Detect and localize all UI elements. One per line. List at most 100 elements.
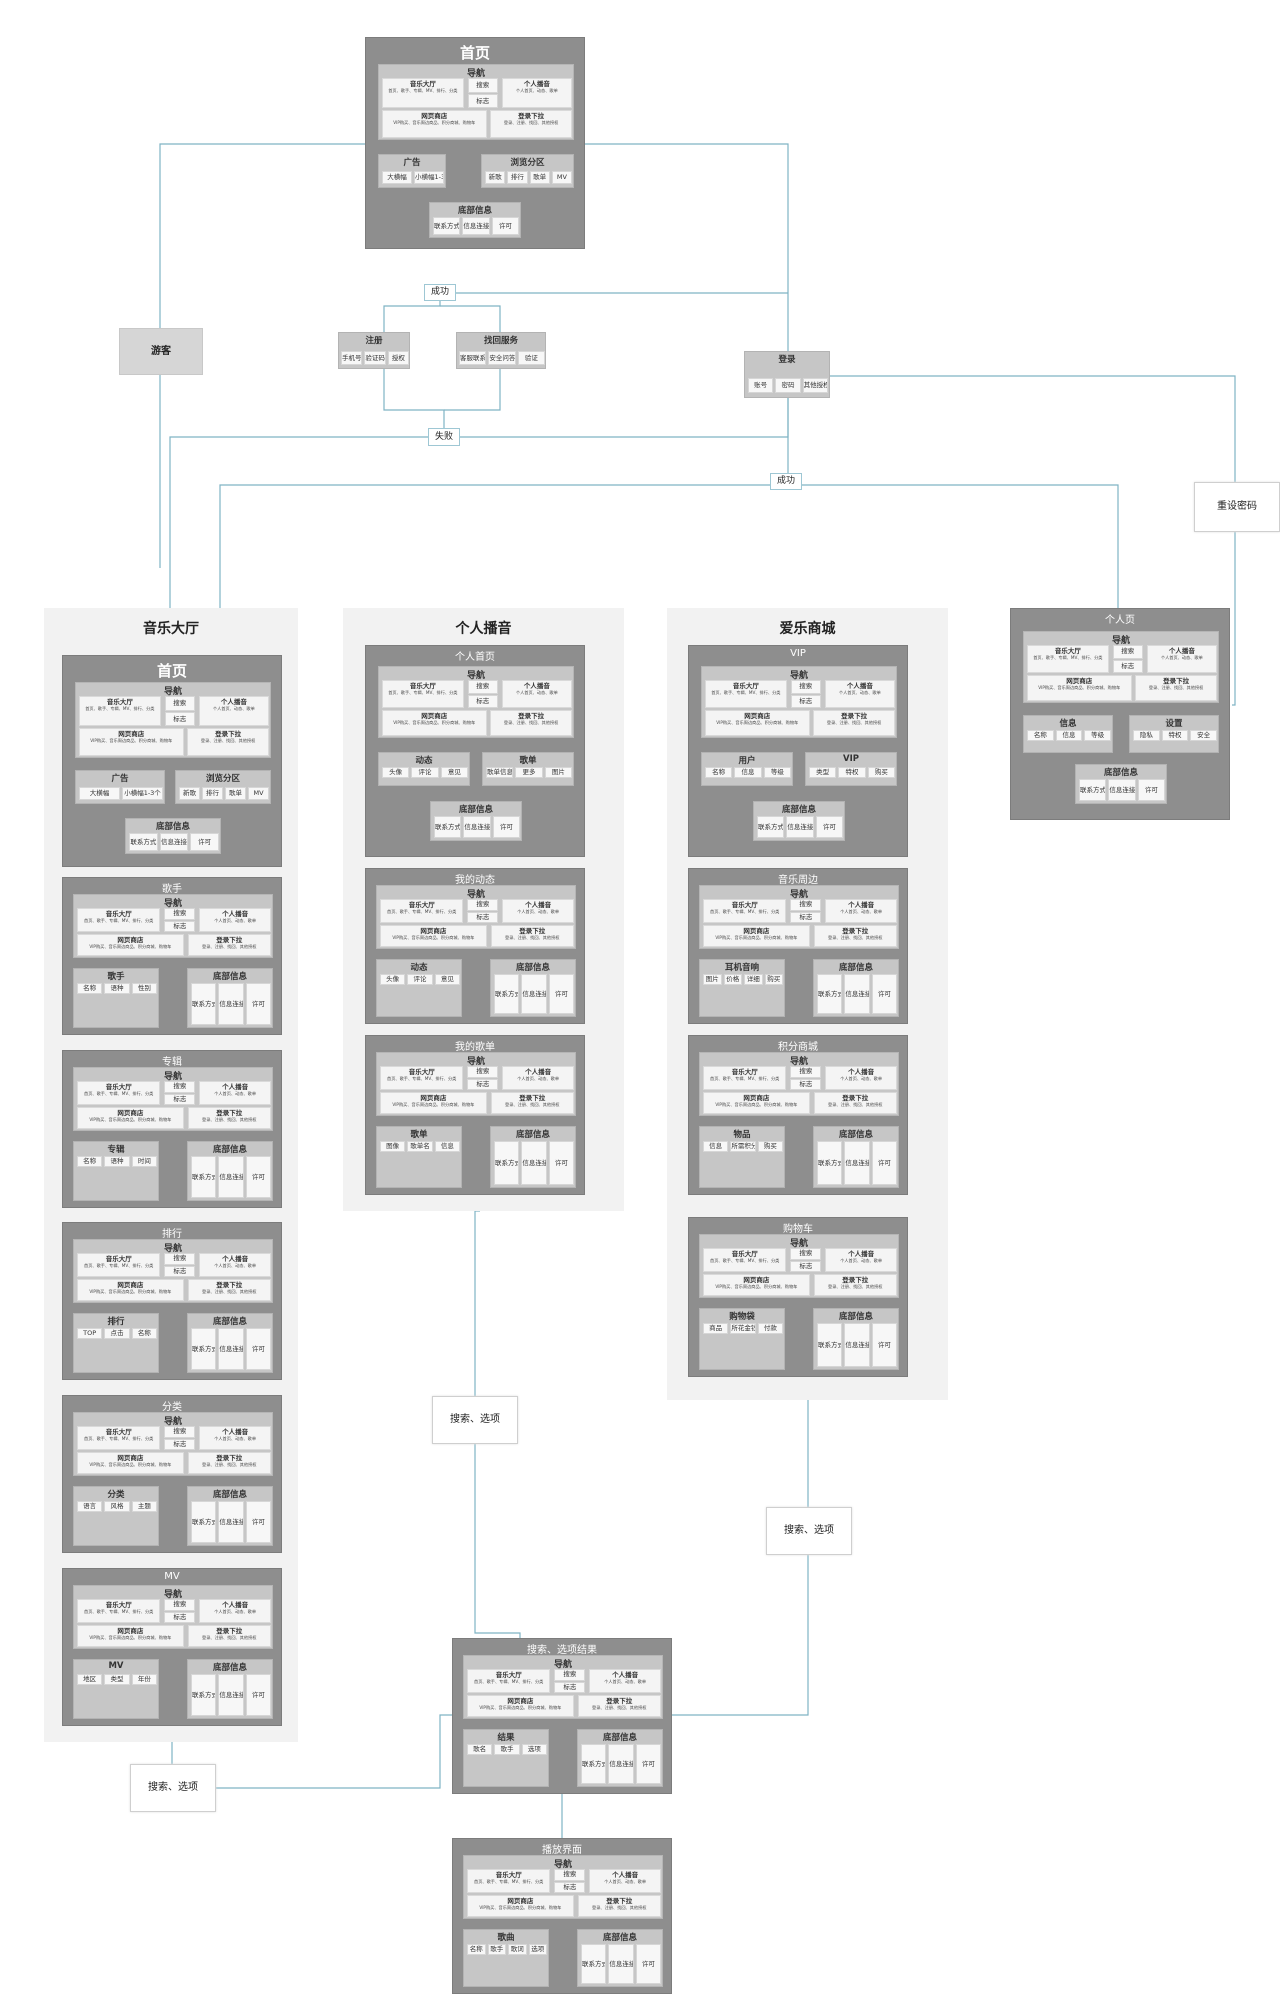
music-hall-sub: 首页、歌手、专辑、MV、排行、分类	[711, 690, 781, 695]
login-menu-title: 登录下拉	[216, 936, 243, 944]
login-menu-title: 登录下拉	[216, 1281, 243, 1289]
footer-title: 底部信息	[515, 963, 550, 973]
personal-title: 个人播音	[222, 910, 249, 918]
nav-block: 导航音乐大厅首页、歌手、专辑、MV、排行、分类搜索标志个人播音个人首页、动态、歌…	[376, 1052, 576, 1116]
footer-title: 底部信息	[781, 805, 816, 815]
shop-sub: VIP购买、音乐周边商品、积分商城、购物车	[479, 1905, 562, 1910]
nav-title: 导航	[466, 1057, 485, 1067]
login-menu-title: 登录下拉	[842, 1094, 869, 1102]
chip: 购买	[764, 974, 783, 985]
music-hall-sub: 首页、歌手、专辑、MV、排行、分类	[1033, 655, 1103, 660]
music-hall-sub: 首页、歌手、专辑、MV、排行、分类	[387, 1076, 457, 1081]
page-title: 首页	[459, 44, 490, 62]
nav-title: 导航	[163, 1590, 182, 1600]
page-title: 我的歌单	[455, 1042, 495, 1053]
search-chip: 搜索	[467, 1066, 499, 1078]
personal-title: 个人播音	[848, 1250, 875, 1258]
success-label: 成功	[424, 284, 456, 301]
chip: 联系方式	[191, 1156, 217, 1198]
personal-sub: 个人首页、动态、歌单	[840, 1076, 883, 1081]
chip: 信息连接	[218, 1674, 244, 1716]
shop-title: 网页商店	[1066, 677, 1093, 685]
hall-home-page: 首页导航音乐大厅首页、歌手、专辑、MV、排行、分类搜索标志个人播音个人首页、动态…	[62, 655, 282, 867]
nav-title: 导航	[163, 1417, 182, 1427]
logo-chip: 标志	[164, 711, 195, 726]
logo-chip: 标志	[467, 694, 498, 708]
music-hall-card: 音乐大厅首页、歌手、专辑、MV、排行、分类	[79, 696, 161, 726]
personal-sub: 个人首页、动态、歌单	[214, 1609, 257, 1614]
footer-section: 底部信息联系方式信息连接许可	[813, 959, 899, 1017]
chip: 所需积分	[730, 1141, 756, 1152]
music-hall-card: 音乐大厅首页、歌手、专辑、MV、排行、分类	[467, 1669, 551, 1693]
chip: 排行	[202, 787, 223, 800]
songlist-section: 歌单歌单信息更多图片	[482, 752, 574, 786]
personal-title: 个人播音	[222, 1601, 249, 1609]
chip: 信息连接	[218, 1156, 244, 1198]
music-hall-sub: 首页、歌手、专辑、MV、排行、分类	[710, 1076, 780, 1081]
content-section: 歌手名称语种性别	[73, 968, 159, 1028]
login-menu-sub: 登录、注册、找回、其他授权	[505, 1102, 560, 1107]
section-title: 动态	[410, 963, 428, 973]
footer-title: 底部信息	[602, 1933, 637, 1943]
chip: 许可	[635, 1744, 661, 1784]
personal-sub: 个人首页、动态、歌单	[838, 690, 881, 695]
footer-title: 底部信息	[458, 805, 493, 815]
login-menu-card: 登录下拉登录、注册、找回、其他授权	[187, 728, 269, 756]
login-menu-sub: 登录、注册、找回、其他授权	[1148, 685, 1204, 690]
nav-block: 导航音乐大厅首页、歌手、专辑、MV、排行、分类搜索标志个人播音个人首页、动态、歌…	[73, 1585, 273, 1649]
nav-block: 导航音乐大厅首页、歌手、专辑、MV、排行、分类搜索标志个人播音个人首页、动态、歌…	[701, 666, 897, 738]
login-menu-sub: 登录、注册、找回、其他授权	[200, 738, 256, 743]
login-menu-sub: 登录、注册、找回、其他授权	[202, 944, 257, 949]
personal-sub: 个人首页、动态、歌单	[214, 918, 257, 923]
section-title: 登录	[778, 355, 796, 365]
logo-chip: 标志	[554, 1881, 586, 1893]
reset-password-node: 重设密码	[1194, 482, 1280, 532]
personal-card: 个人播音个人首页、动态、歌单	[824, 680, 895, 708]
chip: 许可	[815, 816, 843, 838]
music-hall-title: 音乐大厅	[731, 1068, 758, 1076]
page-title: 排行	[162, 1229, 182, 1240]
login-menu-sub: 登录、注册、找回、其他授权	[826, 720, 882, 725]
nav-block: 导航音乐大厅首页、歌手、专辑、MV、排行、分类搜索标志个人播音个人首页、动态、歌…	[378, 666, 574, 738]
chip: TOP	[77, 1328, 103, 1339]
login-menu-title: 登录下拉	[606, 1897, 633, 1905]
personal-sub: 个人首页、动态、歌单	[515, 690, 558, 695]
nav-title: 导航	[466, 890, 485, 900]
chip: 授权	[387, 351, 409, 365]
logo-chip: 标志	[1112, 659, 1143, 673]
section-title: 物品	[733, 1130, 751, 1140]
music-hall-card: 音乐大厅首页、歌手、专辑、MV、排行、分类	[77, 1426, 161, 1450]
personal-sub: 个人首页、动态、歌单	[604, 1679, 647, 1684]
chip: 特权	[1161, 730, 1189, 741]
nav-block: 导航音乐大厅首页、歌手、专辑、MV、排行、分类搜索标志个人播音个人首页、动态、歌…	[463, 1855, 663, 1919]
connector-line	[770, 484, 1119, 608]
chip: 语种	[104, 983, 130, 994]
music-hall-sub: 首页、歌手、专辑、MV、排行、分类	[388, 88, 458, 93]
personal-card: 个人播音个人首页、动态、歌单	[199, 1426, 271, 1450]
personal-card: 个人播音个人首页、动态、歌单	[501, 78, 572, 108]
music-hall-sub: 首页、歌手、专辑、MV、排行、分类	[84, 1263, 154, 1268]
personal-title: 个人播音	[220, 698, 247, 706]
chip: 信息连接	[608, 1744, 634, 1784]
connector-line	[169, 436, 444, 608]
personal-sub: 个人首页、动态、歌单	[214, 1436, 257, 1441]
shop-sub: VIP购买、音乐周边商品、积分商城、购物车	[393, 720, 476, 725]
logo-chip: 标志	[164, 1611, 196, 1623]
search-chip: 搜索	[790, 680, 821, 694]
chip: 更多	[515, 767, 543, 778]
search-chip: 搜索	[467, 680, 498, 694]
chip: 信息连接	[844, 974, 870, 1014]
section-title: 歌曲	[497, 1933, 515, 1943]
music-hall-card: 音乐大厅首页、歌手、专辑、MV、排行、分类	[705, 680, 787, 708]
connector-line	[444, 369, 501, 411]
personal-card: 个人播音个人首页、动态、歌单	[199, 1599, 271, 1623]
chip: 许可	[245, 1674, 271, 1716]
chip: 图片	[544, 767, 572, 778]
logo-chip: 标志	[554, 1681, 586, 1693]
